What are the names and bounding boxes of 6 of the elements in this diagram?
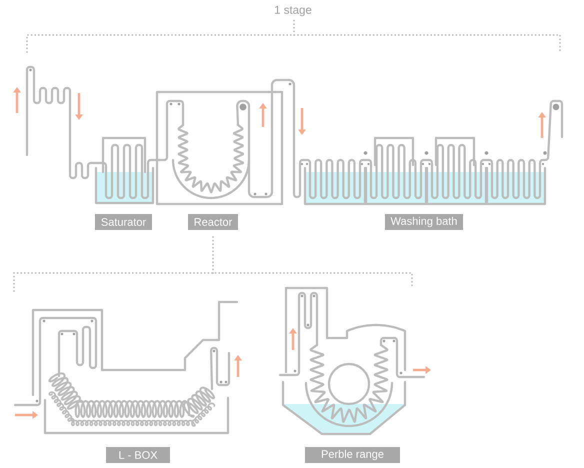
label-box: Perble range [305,447,400,463]
label-box: Saturator [95,214,152,230]
label-box: Washing bath [385,214,463,230]
label-box: Reactor [188,214,238,230]
bracket-label: 1 stage [275,6,312,16]
label-box: L - BOX [106,447,170,463]
